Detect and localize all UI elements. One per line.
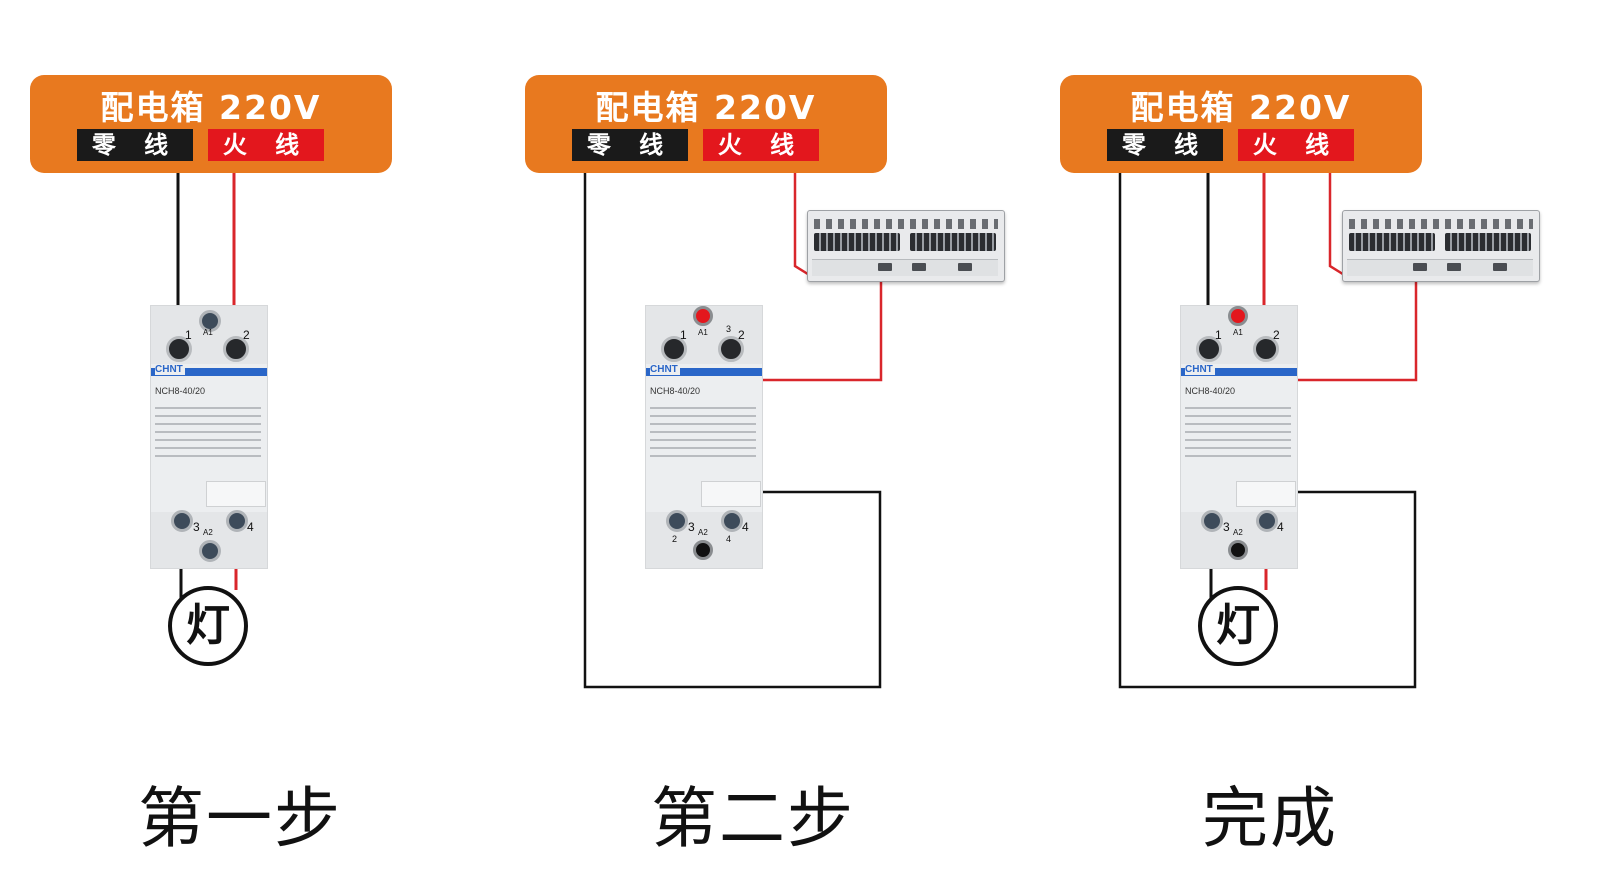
terminal-1-label: 1 xyxy=(680,328,687,342)
indicator-window xyxy=(701,481,761,507)
control-module xyxy=(1342,210,1540,282)
control-module xyxy=(807,210,1005,282)
terminal-1-label: 1 xyxy=(1215,328,1222,342)
terminal-a1 xyxy=(199,310,221,332)
contactor: 1 A1 2 CHNT NCH8-40/20 3 A2 4 xyxy=(150,305,268,569)
live-label: 火 线 xyxy=(703,129,819,161)
terminal-a2-label: A2 xyxy=(698,528,708,537)
module-terminal-block-right xyxy=(1445,233,1531,251)
indicator-window xyxy=(206,481,266,507)
module-terminal-block-left xyxy=(814,233,900,251)
terminal-a2 xyxy=(1228,540,1248,560)
terminal-a2 xyxy=(693,540,713,560)
spec-text xyxy=(1185,401,1291,491)
terminal-a2 xyxy=(199,540,221,562)
module-port xyxy=(1493,263,1507,271)
terminal-2-sub-label: 2 xyxy=(672,534,678,544)
terminal-2 xyxy=(1253,336,1279,362)
contactor: 1 A1 3 2 CHNT NCH8-40/20 3 4 A2 2 4 xyxy=(645,305,763,569)
terminal-a1-label: A1 xyxy=(698,328,708,337)
step-label: 完成 xyxy=(1202,780,1338,857)
neutral-label: 零 线 xyxy=(77,129,193,161)
lamp-icon: 灯 xyxy=(1198,586,1278,666)
panel-step-1: 配电箱 220V 零 线 火 线 1 A1 2 CHNT NCH8-40/20 … xyxy=(0,0,540,891)
module-terminal-block-left xyxy=(1349,233,1435,251)
terminal-4 xyxy=(226,510,248,532)
terminal-1 xyxy=(661,336,687,362)
terminal-4 xyxy=(1256,510,1278,532)
neutral-label: 零 线 xyxy=(1107,129,1223,161)
terminal-3 xyxy=(1201,510,1223,532)
terminal-3-label: 3 xyxy=(1223,520,1230,534)
terminal-a2-label: A2 xyxy=(203,528,213,537)
terminal-a2-label: A2 xyxy=(1233,528,1243,537)
panel-complete: 配电箱 220V 零 线 火 线 1 A1 2 CHNT NCH8-40/20 … xyxy=(1030,0,1570,891)
brand-label: CHNT xyxy=(1185,364,1215,375)
brand-label: CHNT xyxy=(650,364,680,375)
terminal-2 xyxy=(223,336,249,362)
module-port xyxy=(958,263,972,271)
brand-band xyxy=(646,368,762,376)
live-label: 火 线 xyxy=(1238,129,1354,161)
terminal-a1 xyxy=(693,306,713,326)
model-label: NCH8-40/20 xyxy=(155,386,206,396)
terminal-a1 xyxy=(1228,306,1248,326)
brand-label: CHNT xyxy=(155,364,185,375)
distribution-box: 配电箱 220V 零 线 火 线 xyxy=(1060,75,1422,173)
module-port xyxy=(1447,263,1461,271)
step-label: 第一步 xyxy=(138,780,342,857)
terminal-3-label: 3 xyxy=(726,324,732,334)
model-label: NCH8-40/20 xyxy=(1185,386,1236,396)
distribution-box-title: 配电箱 220V xyxy=(100,88,322,127)
terminal-2 xyxy=(718,336,744,362)
contactor: 1 A1 2 CHNT NCH8-40/20 3 A2 4 xyxy=(1180,305,1298,569)
spec-text xyxy=(650,401,756,491)
module-terminal-numbers xyxy=(814,219,998,229)
terminal-2-label: 2 xyxy=(1273,328,1280,342)
terminal-3 xyxy=(171,510,193,532)
brand-band xyxy=(151,368,267,376)
terminal-3-label: 3 xyxy=(688,520,695,534)
terminal-4-label: 4 xyxy=(247,520,254,534)
terminal-1 xyxy=(1196,336,1222,362)
terminal-2-label: 2 xyxy=(738,328,745,342)
terminal-4-label: 4 xyxy=(742,520,749,534)
lamp-icon: 灯 xyxy=(168,586,248,666)
terminal-4 xyxy=(721,510,743,532)
module-base xyxy=(1347,259,1533,276)
live-wire-to-module xyxy=(793,158,812,278)
terminal-a1-label: A1 xyxy=(1233,328,1243,337)
live-label: 火 线 xyxy=(208,129,324,161)
terminal-3 xyxy=(666,510,688,532)
terminal-1 xyxy=(166,336,192,362)
terminal-4-sub-label: 4 xyxy=(726,534,732,544)
brand-band xyxy=(1181,368,1297,376)
terminal-4-label: 4 xyxy=(1277,520,1284,534)
module-port xyxy=(878,263,892,271)
module-terminal-numbers xyxy=(1349,219,1533,229)
terminal-a1-label: A1 xyxy=(203,328,213,337)
terminal-3-label: 3 xyxy=(193,520,200,534)
module-port xyxy=(912,263,926,271)
terminal-2-label: 2 xyxy=(243,328,250,342)
step-label: 第二步 xyxy=(651,780,855,857)
spec-text xyxy=(155,401,261,491)
model-label: NCH8-40/20 xyxy=(650,386,701,396)
terminal-1-label: 1 xyxy=(185,328,192,342)
module-terminal-block-right xyxy=(910,233,996,251)
live-wire-to-module xyxy=(1328,158,1347,278)
module-base xyxy=(812,259,998,276)
indicator-window xyxy=(1236,481,1296,507)
panel-step-2: 配电箱 220V 零 线 火 线 1 A1 3 2 CHNT NCH8-40/2… xyxy=(495,0,1035,891)
neutral-label: 零 线 xyxy=(572,129,688,161)
distribution-box: 配电箱 220V 零 线 火 线 xyxy=(525,75,887,173)
distribution-box-title: 配电箱 220V xyxy=(595,88,817,127)
distribution-box: 配电箱 220V 零 线 火 线 xyxy=(30,75,392,173)
module-port xyxy=(1413,263,1427,271)
distribution-box-title: 配电箱 220V xyxy=(1130,88,1352,127)
